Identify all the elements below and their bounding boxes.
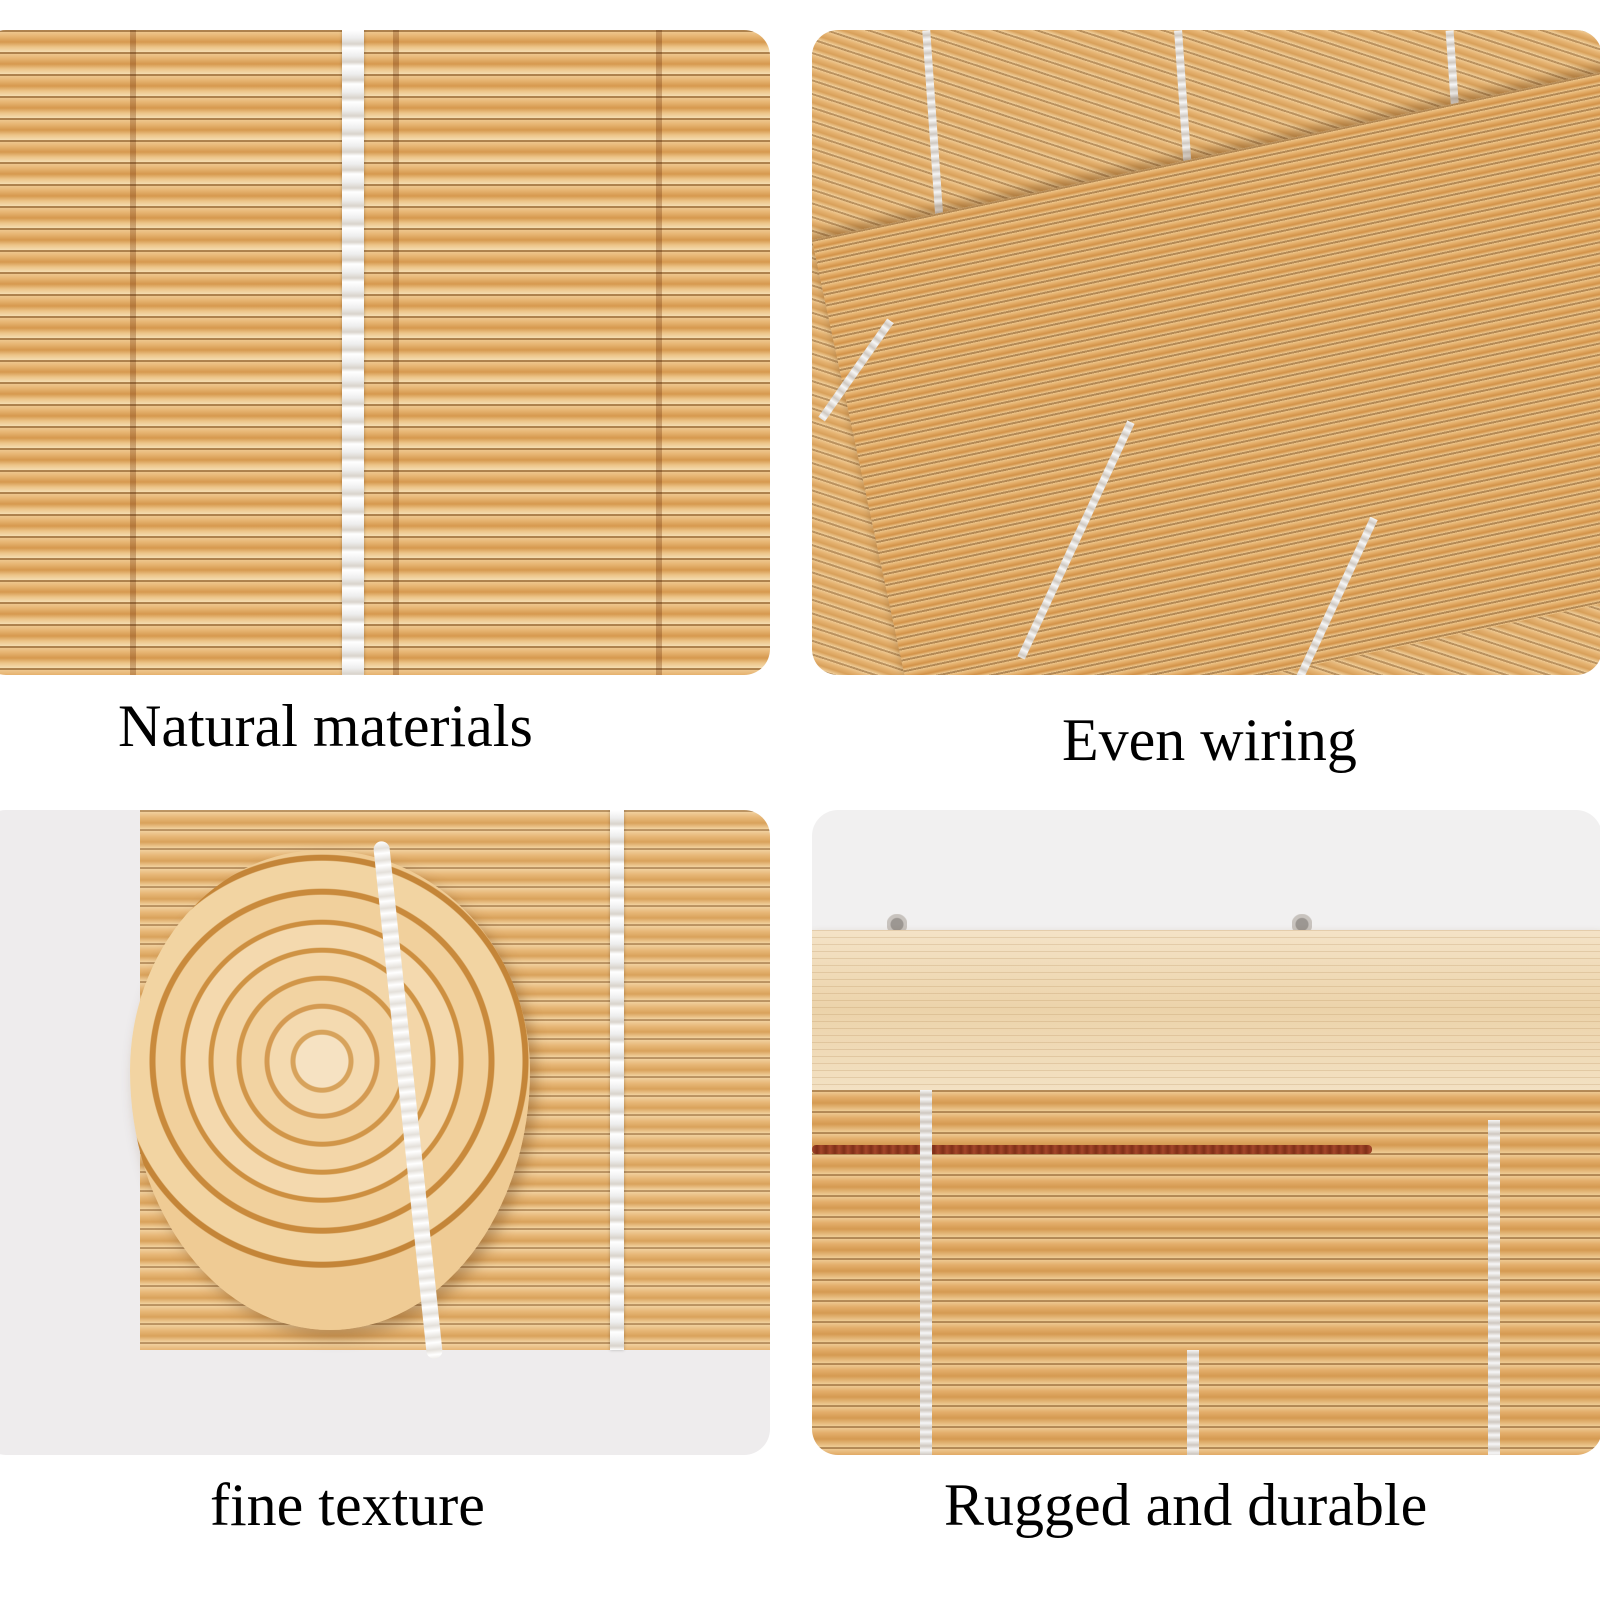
- photo-fine-texture: [0, 810, 770, 1455]
- caption-even-wiring: Even wiring: [1062, 707, 1357, 773]
- caption-rugged-durable: Rugged and durable: [944, 1472, 1428, 1538]
- white-cord: [342, 30, 364, 675]
- caption-fine-texture: fine texture: [210, 1472, 485, 1538]
- white-cord: [920, 1090, 932, 1455]
- rolled-reeds: [130, 850, 530, 1330]
- reed-mat: [0, 30, 770, 675]
- white-cord: [610, 810, 624, 1350]
- photo-natural-materials: [0, 30, 770, 675]
- photo-rugged-durable: [812, 810, 1600, 1455]
- photo-even-wiring: [812, 30, 1600, 675]
- caption-natural-materials: Natural materials: [118, 693, 533, 759]
- reed-nodes: [0, 30, 770, 675]
- white-cord: [1187, 1350, 1199, 1455]
- pull-cord: [812, 1145, 1372, 1154]
- white-cord: [1488, 1120, 1500, 1455]
- top-batten: [812, 930, 1600, 1090]
